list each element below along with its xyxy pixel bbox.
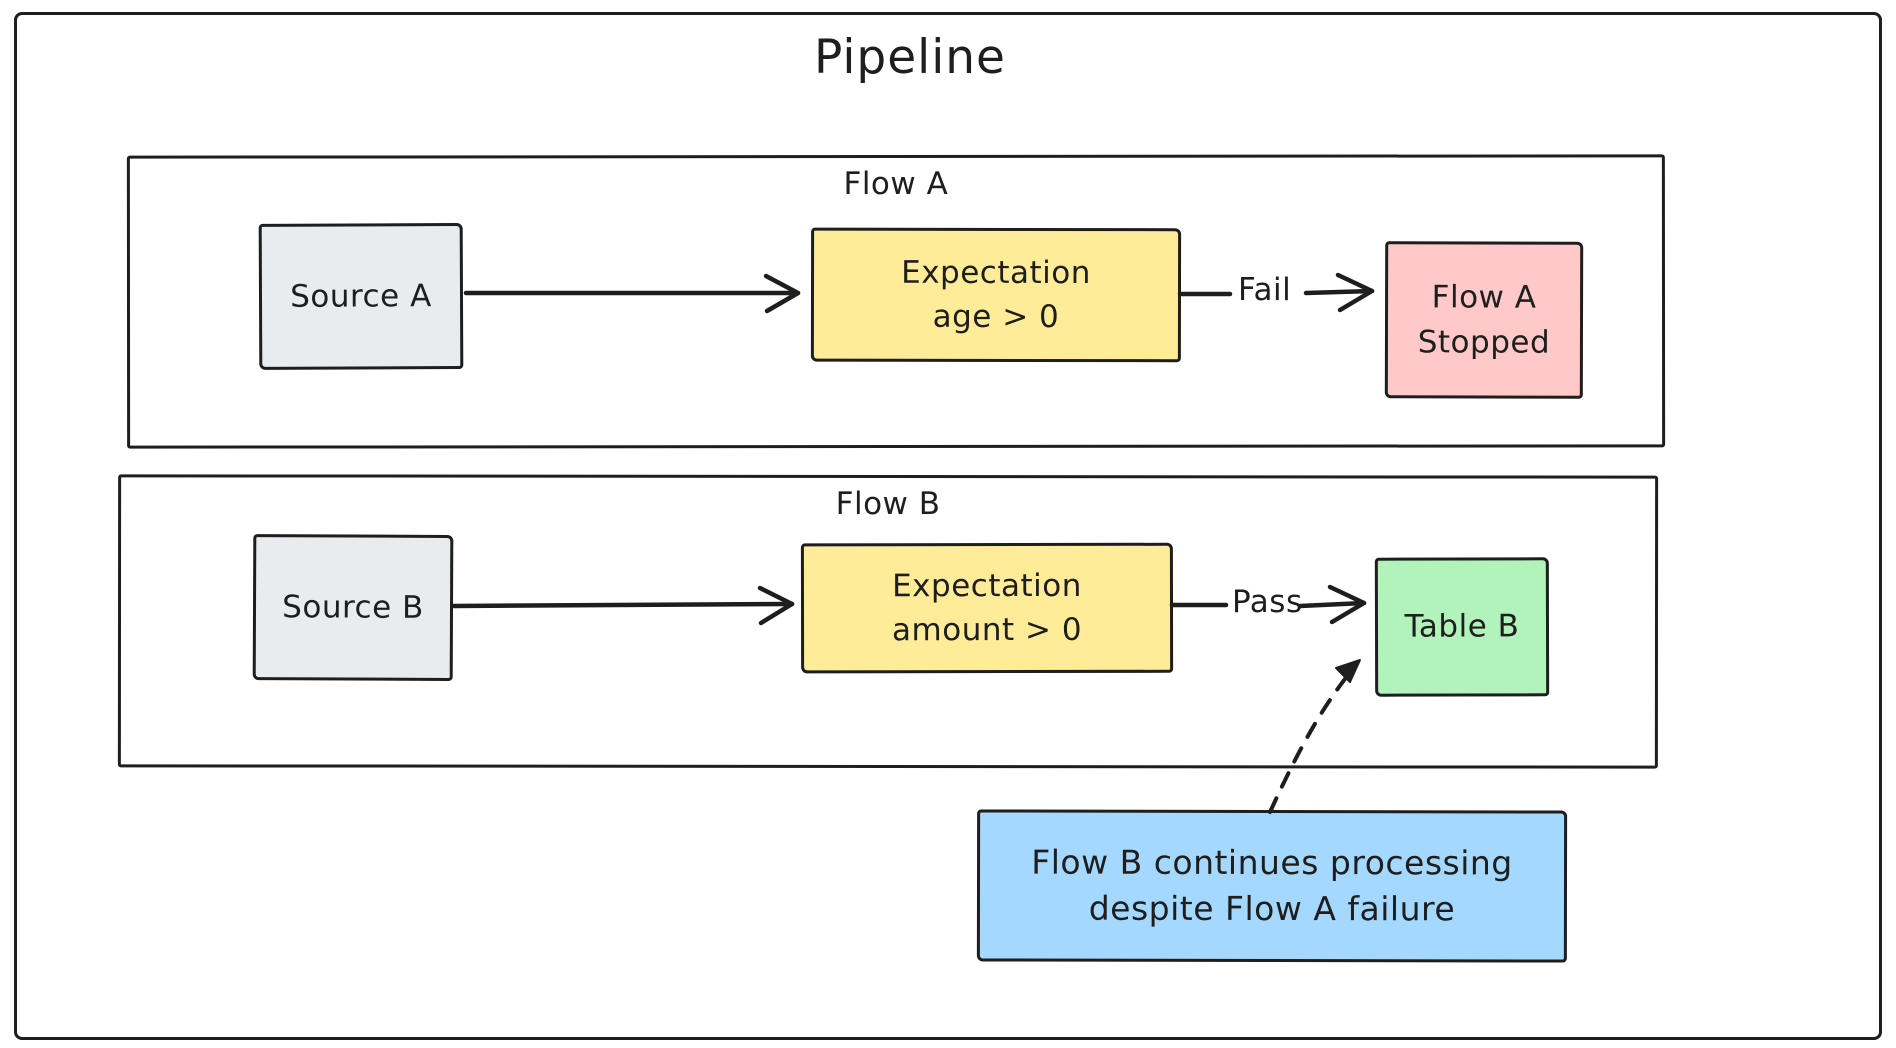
- flow-a-stopped-line1: Flow A: [1431, 279, 1537, 317]
- flow-b-label: Flow B: [835, 485, 941, 523]
- pipeline-frame: [14, 12, 1882, 1040]
- source-b-node: Source B: [252, 534, 454, 681]
- expectation-b-line1: Expectation: [892, 567, 1082, 605]
- flow-b-container: Flow B Source B Expectation amount > 0 T…: [117, 474, 1659, 769]
- note-box: Flow B continues processing despite Flow…: [976, 809, 1568, 963]
- flow-a-stopped-line2: Stopped: [1417, 323, 1551, 361]
- flow-a-label: Flow A: [843, 165, 949, 203]
- table-b-node: Table B: [1374, 557, 1550, 697]
- source-a-node: Source A: [258, 223, 464, 370]
- expectation-b-node: Expectation amount > 0: [800, 542, 1174, 674]
- pass-edge-label: Pass: [1232, 584, 1303, 620]
- expectation-a-line2: age > 0: [932, 298, 1060, 336]
- note-line1: Flow B continues processing: [1031, 842, 1513, 883]
- flow-a-stopped-node: Flow A Stopped: [1384, 241, 1584, 399]
- table-b-text: Table B: [1404, 608, 1520, 646]
- fail-edge-label: Fail: [1238, 272, 1292, 308]
- expectation-a-line1: Expectation: [901, 254, 1091, 292]
- expectation-a-node: Expectation age > 0: [810, 227, 1182, 363]
- source-b-text: Source B: [282, 589, 424, 626]
- page-title: Pipeline: [814, 30, 1006, 85]
- flow-a-container: Flow A Source A Expectation age > 0 Flow…: [126, 154, 1666, 449]
- note-line2: despite Flow A failure: [1088, 888, 1456, 929]
- expectation-b-line2: amount > 0: [892, 611, 1083, 649]
- source-a-text: Source A: [290, 278, 432, 315]
